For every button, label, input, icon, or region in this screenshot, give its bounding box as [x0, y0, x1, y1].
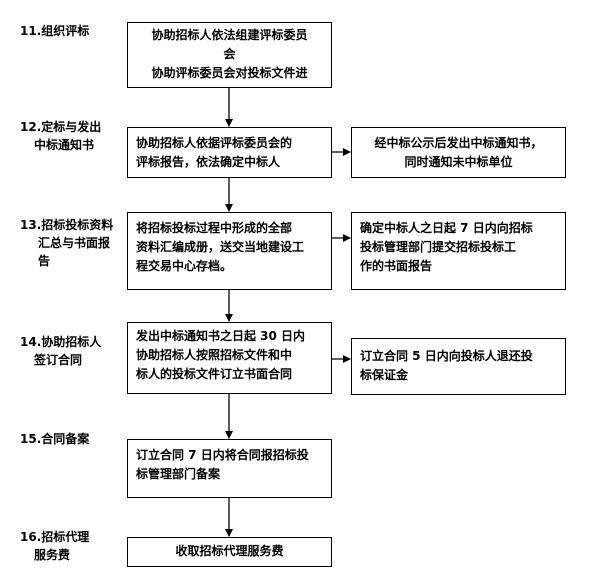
step-11-box-line-2: 会 — [223, 47, 236, 61]
step-12-label-line-1: 12.定标与发出 — [20, 120, 102, 134]
step-14-label-line-1: 14.协助招标人 — [20, 335, 102, 349]
step-13-label-line-1: 13.招标投标资料 — [20, 218, 114, 232]
step-15-box-line-2: 标管理部门备案 — [136, 467, 221, 481]
step-13-box-line-3: 程交易中心存档。 — [136, 259, 233, 273]
step-12-side-line-1: 经中标公示后发出中标通知书， — [374, 136, 543, 150]
step-13-box-line-2: 资料汇编成册，送交当地建设工 — [136, 240, 305, 254]
step-12-label: 12.定标与发出 中标通知书 — [20, 118, 120, 154]
step-11-box-line-1: 协助招标人依法组建评标委员 — [151, 28, 308, 42]
step-16-box-line-1: 收取招标代理服务费 — [175, 544, 284, 558]
step-12-box-line-1: 协助招标人依据评标委员会的 — [136, 136, 293, 150]
step-13-side-line-3: 作的书面报告 — [360, 259, 433, 273]
step-14-label: 14.协助招标人 签订合同 — [20, 333, 120, 369]
step-15-box: 订立合同 7 日内将合同报招标投 标管理部门备案 — [127, 439, 332, 498]
step-15-label-line-1: 15.合同备案 — [20, 432, 90, 446]
step-12-side-line-2: 同时通知未中标单位 — [404, 155, 513, 169]
step-13-label: 13.招标投标资料 汇总与书面报 告 — [20, 216, 120, 270]
step-11-box: 协助招标人依法组建评标委员 会 协助评标委员会对投标文件进 — [127, 22, 332, 88]
step-13-label-line-2: 汇总与书面报 — [38, 236, 111, 250]
step-16-label: 16.招标代理 服务费 — [20, 528, 110, 564]
step-12-box: 协助招标人依据评标委员会的 评标报告，依法确定中标人 — [127, 127, 332, 178]
step-14-box-line-2: 协助招标人按照招标文件和中 — [136, 348, 293, 362]
step-14-box-line-3: 标人的投标文件订立书面合同 — [136, 367, 293, 381]
step-13-box: 将招标投标过程中形成的全部 资料汇编成册，送交当地建设工 程交易中心存档。 — [127, 212, 332, 290]
step-14-side-line-1: 订立合同 5 日内向投标人退还投 — [360, 349, 533, 363]
step-14-box: 发出中标通知书之日起 30 日内 协助招标人按照招标文件和中 标人的投标文件订立… — [127, 322, 332, 394]
step-14-label-line-2: 签订合同 — [34, 353, 83, 367]
step-13-label-line-3: 告 — [38, 254, 51, 268]
step-14-box-line-1: 发出中标通知书之日起 30 日内 — [136, 329, 306, 343]
step-12-side-box: 经中标公示后发出中标通知书， 同时通知未中标单位 — [351, 127, 566, 178]
step-12-label-line-2: 中标通知书 — [34, 138, 95, 152]
step-13-side-box: 确定中标人之日起 7 日内向招标 投标管理部门提交招标投标工 作的书面报告 — [351, 212, 566, 290]
step-14-side-line-2: 标保证金 — [360, 368, 409, 382]
step-11-label-line-1: 11.组织评标 — [20, 24, 90, 38]
step-13-box-line-1: 将招标投标过程中形成的全部 — [136, 221, 293, 235]
step-13-side-line-1: 确定中标人之日起 7 日内向招标 — [360, 221, 533, 235]
step-11-label: 11.组织评标 — [20, 22, 89, 40]
step-12-box-line-2: 评标报告，依法确定中标人 — [136, 155, 281, 169]
step-15-box-line-1: 订立合同 7 日内将合同报招标投 — [136, 448, 309, 462]
step-16-box: 收取招标代理服务费 — [127, 537, 332, 567]
step-11-box-line-3: 协助评标委员会对投标文件进 — [151, 66, 308, 80]
step-16-label-line-2: 服务费 — [34, 548, 71, 562]
step-16-label-line-1: 16.招标代理 — [20, 530, 90, 544]
step-15-label: 15.合同备案 — [20, 430, 89, 448]
step-14-side-box: 订立合同 5 日内向投标人退还投 标保证金 — [351, 338, 566, 395]
step-13-side-line-2: 投标管理部门提交招标投标工 — [360, 240, 517, 254]
